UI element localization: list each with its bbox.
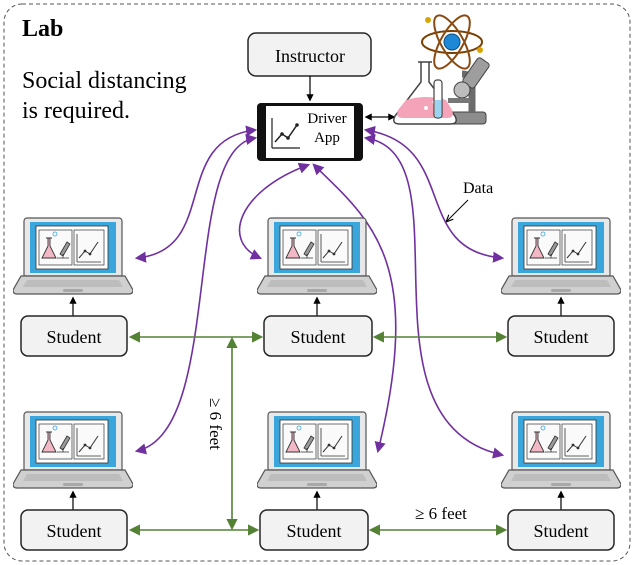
laptop-icon	[257, 217, 377, 295]
student-label: Student	[533, 327, 588, 347]
student-label: Student	[290, 327, 345, 347]
data-link-student-6	[363, 133, 505, 459]
atom-icon	[421, 14, 483, 70]
line-chart-icon	[271, 118, 300, 149]
data-link-student-5	[312, 163, 397, 454]
student-box: Student	[507, 509, 615, 551]
lab-title: Lab	[22, 16, 63, 42]
social-distancing-note-line2: is required.	[22, 98, 130, 124]
lab-boundary	[3, 3, 631, 562]
distance-label-horizontal: ≥ 6 feet	[415, 504, 467, 523]
data-label: Data	[463, 180, 493, 197]
laptop-icon	[501, 217, 621, 295]
data-link-student-2	[238, 162, 311, 260]
student-label: Student	[46, 327, 101, 347]
laptop-icon	[13, 217, 133, 295]
driver-app-label-line2: App	[314, 130, 340, 146]
data-link-student-1	[134, 125, 258, 263]
social-distancing-note-line1: Social distancing	[22, 68, 187, 94]
student-box: Student	[507, 315, 615, 357]
laptop-icon	[13, 411, 133, 489]
student-box: Student	[259, 509, 369, 551]
student-box: Student	[20, 315, 128, 357]
laptop-icon	[501, 411, 621, 489]
student-label: Student	[286, 521, 341, 541]
instructor-label: Instructor	[275, 46, 345, 66]
distance-label-vertical: ≥ 6 feet	[206, 398, 225, 450]
data-link-student-4	[134, 133, 258, 455]
student-label: Student	[533, 521, 588, 541]
driver-app-label-line1: Driver	[307, 111, 346, 127]
student-box: Student	[20, 509, 128, 551]
flask-icon	[393, 61, 457, 125]
student-box: Student	[263, 315, 373, 357]
student-label: Student	[46, 521, 101, 541]
laptop-icon	[257, 411, 377, 489]
data-pointer	[446, 199, 469, 222]
